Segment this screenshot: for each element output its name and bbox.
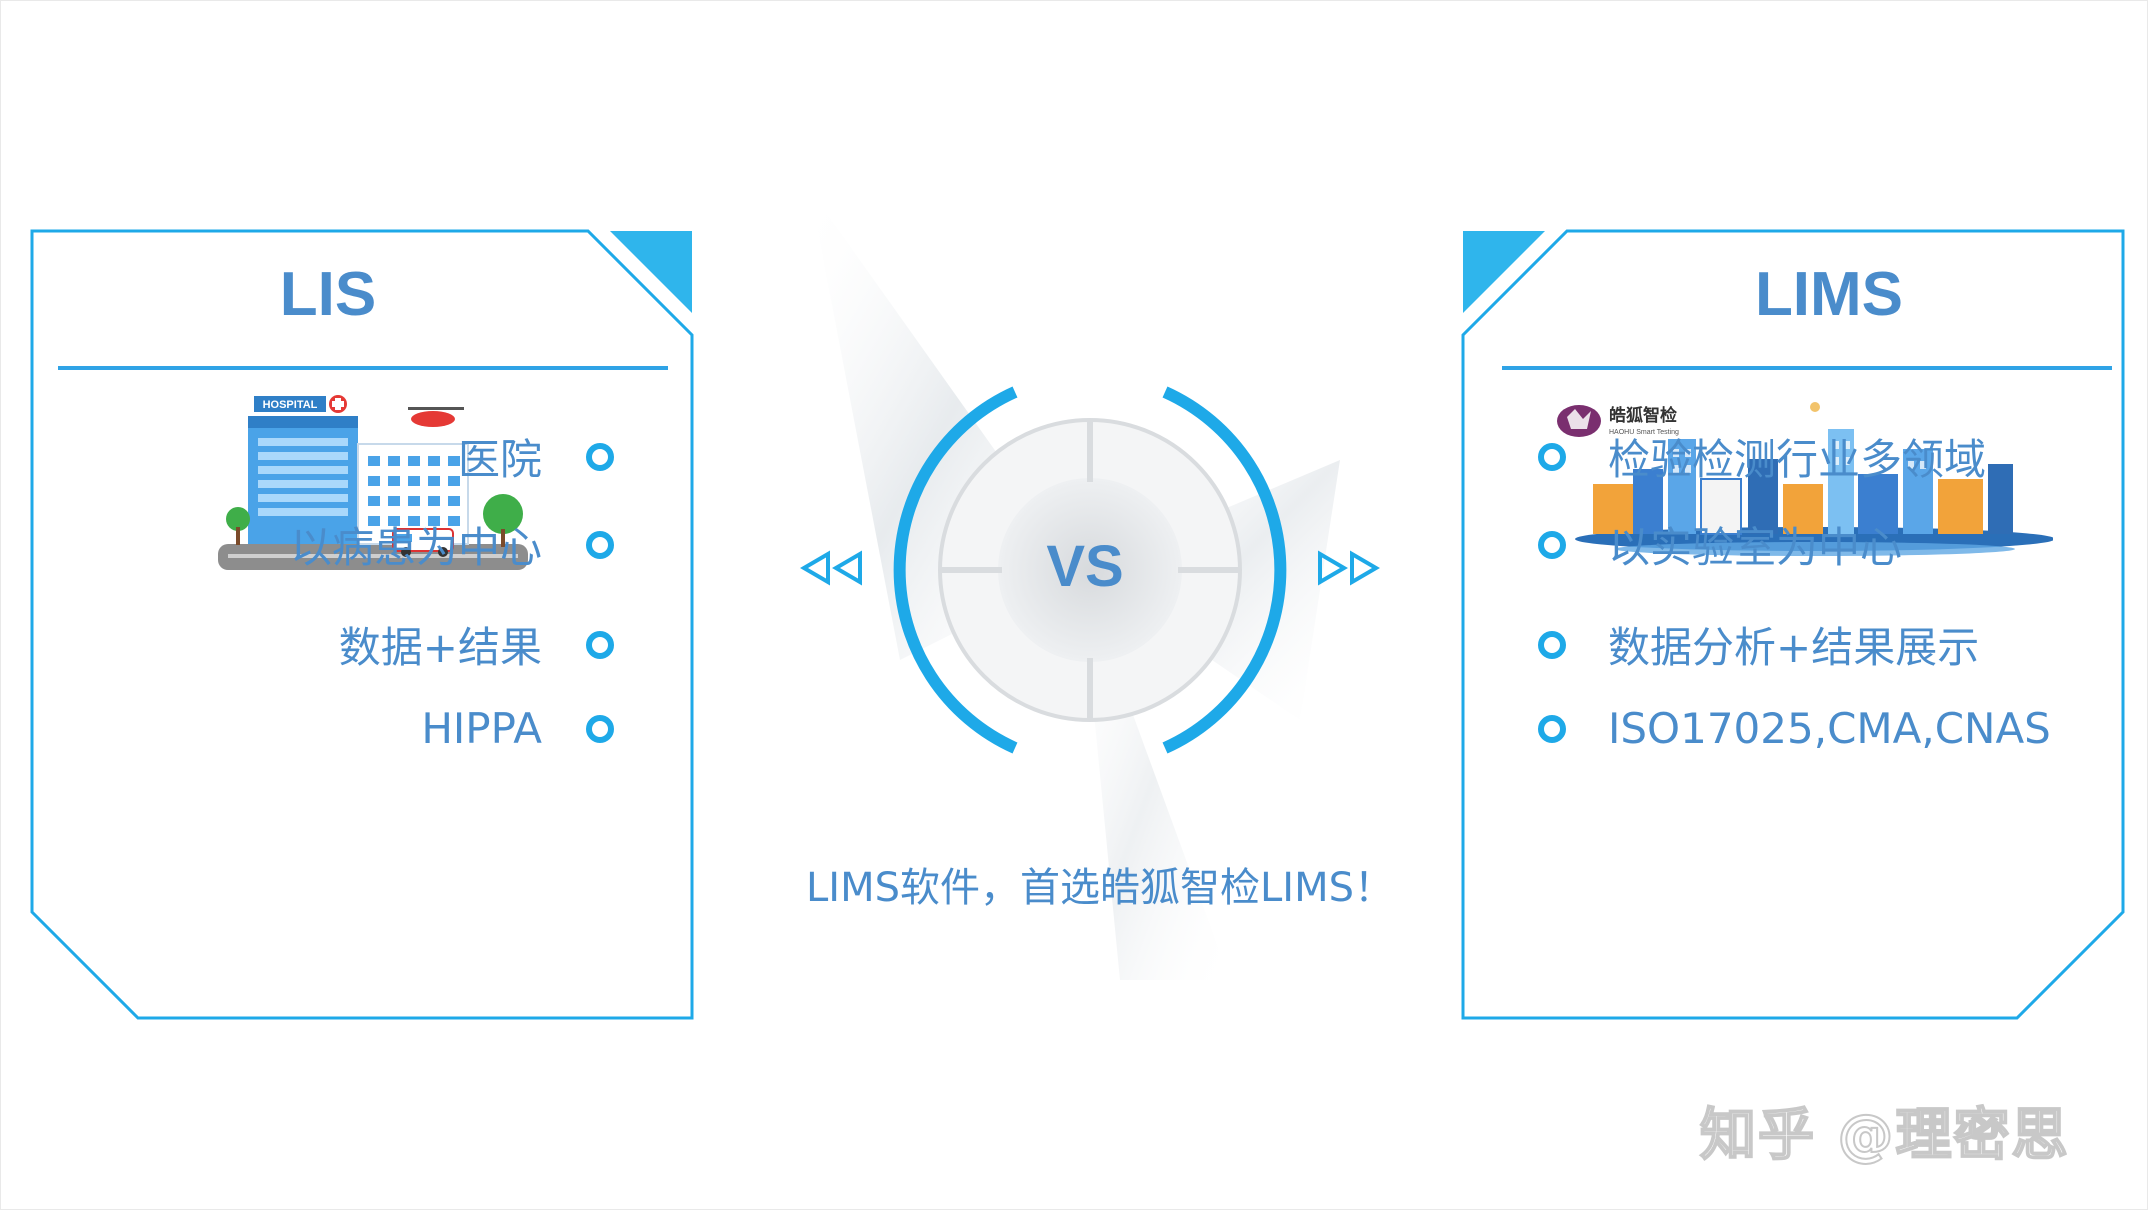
- double-triangle-left-icon: [800, 550, 862, 586]
- circle-bullet-icon: [1538, 714, 1566, 743]
- lis-title: LIS: [279, 260, 377, 329]
- lis-title-underline: [58, 366, 668, 370]
- lims-feature-1: 检验检测行业多领域: [1538, 426, 1986, 487]
- lis-feature-4: HIPPA: [421, 704, 614, 753]
- lims-feature-1-text: 检验检测行业多领域: [1608, 435, 1987, 484]
- logo-name: 皓狐智检: [1609, 405, 1677, 426]
- city-skyline-illustration: 皓狐智检 HAOHU Smart Testing: [1557, 402, 2053, 556]
- svg-text:HOSPITAL: HOSPITAL: [263, 399, 318, 411]
- lis-feature-3: 数据+结果: [339, 614, 614, 675]
- lis-feature-2-text: 以病患为中心: [289, 523, 542, 572]
- lims-feature-2-text: 以实验室为中心: [1608, 523, 1903, 572]
- lis-panel: LIS HOSPITAL 医院 以病患: [30, 229, 694, 1020]
- lims-feature-2: 以实验室为中心: [1538, 514, 1902, 575]
- lis-feature-1-text: 医院: [457, 435, 542, 484]
- lis-feature-4-text: HIPPA: [421, 704, 542, 753]
- logo-subtitle: HAOHU Smart Testing: [1609, 429, 1679, 436]
- lims-panel-frame: [1461, 229, 2125, 1020]
- lims-title: LIMS: [1754, 260, 1904, 329]
- circle-bullet-icon: [1538, 630, 1566, 659]
- lis-feature-3-text: 数据+结果: [338, 623, 542, 672]
- lims-feature-3-text: 数据分析+结果展示: [1608, 623, 1980, 672]
- lims-corner-triangle: [1463, 231, 1545, 313]
- watermark: 知乎 @理密思: [1699, 1102, 2070, 1169]
- lis-corner-triangle: [610, 231, 692, 313]
- double-triangle-right-icon: [1318, 550, 1380, 586]
- circle-bullet-icon: [586, 442, 614, 471]
- circle-bullet-icon: [1538, 530, 1566, 559]
- lims-title-underline: [1502, 366, 2112, 370]
- lis-panel-frame: [30, 229, 694, 1020]
- lis-feature-2: 以病患为中心: [290, 514, 614, 575]
- slogan-text: LIMS软件，首选皓狐智检LIMS！: [806, 865, 1394, 911]
- lims-feature-3: 数据分析+结果展示: [1538, 614, 1979, 675]
- circle-bullet-icon: [586, 630, 614, 659]
- circle-bullet-icon: [1538, 442, 1566, 471]
- lims-panel: LIMS 皓狐智检 HAOHU Smart Testing: [1461, 229, 2125, 1020]
- lims-feature-4-text: ISO17025,CMA,CNAS: [1608, 704, 2051, 753]
- circle-bullet-icon: [586, 714, 614, 743]
- circle-bullet-icon: [586, 530, 614, 559]
- lims-feature-4: ISO17025,CMA,CNAS: [1538, 704, 2051, 753]
- vs-emblem: [780, 160, 1380, 980]
- vs-label: VS: [1046, 534, 1124, 599]
- lis-feature-1: 医院: [458, 426, 614, 487]
- vs-emblem-graphic: [810, 190, 1340, 980]
- hospital-illustration: HOSPITAL: [218, 395, 528, 570]
